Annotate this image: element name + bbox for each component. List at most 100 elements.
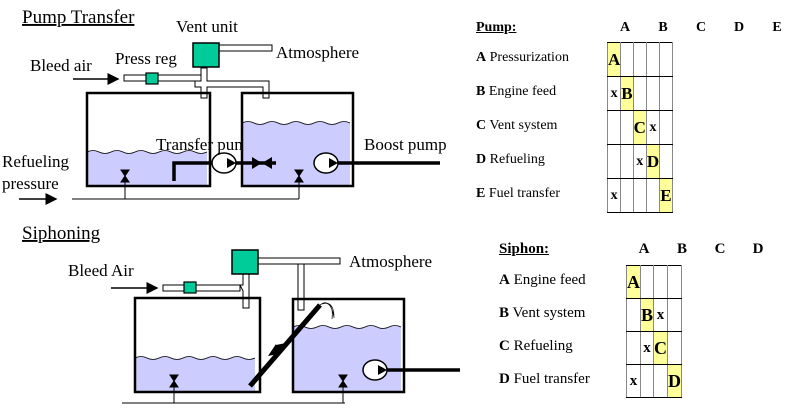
- matrix-cell: x: [606, 178, 622, 213]
- row-label: C Vent system: [476, 118, 557, 134]
- vent-pipes: [123, 44, 273, 99]
- row-text: Fuel transfer: [488, 186, 560, 201]
- vent-unit-icon: [192, 42, 220, 68]
- row-key: E: [476, 186, 486, 201]
- pump-transfer-title: Pump Transfer: [22, 7, 135, 28]
- row-key: A: [499, 272, 510, 288]
- row-label: A Engine feed: [499, 272, 586, 289]
- press-reg-icon: [145, 72, 159, 85]
- siphon-press-reg-icon: [183, 281, 197, 294]
- matrix-row: A: [626, 265, 683, 299]
- matrix-cell: x: [626, 364, 641, 398]
- siphon-valve-icon: [268, 343, 286, 356]
- column-header: A: [638, 241, 650, 257]
- matrix-cell: x: [632, 144, 647, 179]
- press-reg-label: Press reg: [115, 49, 177, 68]
- row-key: D: [499, 371, 510, 387]
- siphon-atmosphere-label: Atmosphere: [349, 252, 432, 271]
- matrix-cell: [626, 298, 641, 332]
- matrix-cell: [639, 265, 655, 299]
- matrix-cell: x: [639, 331, 655, 365]
- row-text: Pressurization: [489, 50, 569, 65]
- matrix-row: A: [606, 42, 673, 77]
- row-text: Vent system: [489, 118, 558, 133]
- matrix-cell: x: [653, 298, 669, 332]
- matrix-cell: [639, 364, 655, 398]
- siphon-matrix-heading: Siphon:: [499, 241, 550, 257]
- column-header: E: [772, 20, 782, 35]
- matrix-cell: [667, 331, 683, 365]
- column-header: B: [676, 241, 687, 257]
- row-key: B: [476, 84, 486, 99]
- siphon-right-tank: [291, 297, 406, 394]
- siphon-vent-unit-icon: [231, 249, 259, 275]
- column-header: D: [752, 241, 764, 257]
- row-label: B Engine feed: [476, 84, 556, 100]
- row-text: Refueling: [513, 338, 573, 354]
- matrix-cell: [659, 42, 673, 77]
- diagonal-cell: E: [659, 178, 673, 213]
- diagonal-cell: A: [626, 265, 641, 299]
- row-key: A: [476, 50, 487, 65]
- matrix-cell: [645, 76, 661, 111]
- matrix-cell: [667, 265, 683, 299]
- matrix-cell: [645, 178, 661, 213]
- row-key: C: [476, 118, 487, 133]
- siphon-tube: [248, 303, 322, 388]
- column-header: A: [619, 20, 631, 35]
- diagonal-cell: D: [667, 364, 683, 398]
- row-key: B: [499, 305, 510, 321]
- matrix-cell: [606, 144, 622, 179]
- vent-unit-label: Vent unit: [176, 17, 238, 36]
- matrix-cell: [626, 331, 641, 365]
- transfer-pump-label: Transfer pump: [156, 135, 256, 154]
- matrix-cell: [620, 110, 634, 145]
- diagonal-cell: B: [620, 76, 634, 111]
- matrix-cell: [632, 42, 647, 77]
- row-text: Engine feed: [488, 84, 557, 99]
- matrix-cell: [632, 76, 647, 111]
- refuel-manifold: [72, 169, 304, 200]
- column-header: C: [695, 20, 707, 35]
- matrix-cell: [659, 144, 673, 179]
- matrix-cell: [653, 364, 669, 398]
- siphon-outflow-icon: [319, 302, 335, 320]
- siphon-refuel-manifold: [122, 374, 348, 404]
- siphon-left-tank: [133, 296, 262, 394]
- row-label: C Refueling: [499, 338, 573, 355]
- matrix-cell: [620, 144, 634, 179]
- row-text: Refueling: [489, 152, 545, 167]
- matrix-cell: [667, 298, 683, 332]
- matrix-cell: [659, 110, 673, 145]
- matrix-cell: [620, 178, 634, 213]
- row-label: D Refueling: [476, 152, 545, 168]
- diagonal-cell: C: [653, 331, 669, 365]
- diagonal-cell: D: [645, 144, 661, 179]
- column-header: B: [658, 20, 668, 35]
- bleed-air-label: Bleed air: [30, 56, 92, 75]
- diagonal-cell: A: [606, 42, 622, 77]
- row-label: B Vent system: [499, 305, 585, 322]
- row-key: D: [476, 152, 487, 167]
- matrix-cell: [606, 110, 622, 145]
- siphoning-title: Siphoning: [22, 223, 101, 244]
- matrix-cell: [645, 42, 661, 77]
- pump-left-tank: [85, 91, 212, 188]
- row-key: C: [499, 338, 510, 354]
- row-text: Fuel transfer: [513, 371, 590, 387]
- row-text: Vent system: [512, 305, 586, 321]
- siphon-bleed-air-label: Bleed Air: [68, 261, 134, 280]
- column-header: C: [714, 241, 726, 257]
- atmosphere-label: Atmosphere: [276, 43, 359, 62]
- matrix-cell: x: [606, 76, 622, 111]
- row-label: A Pressurization: [476, 50, 569, 66]
